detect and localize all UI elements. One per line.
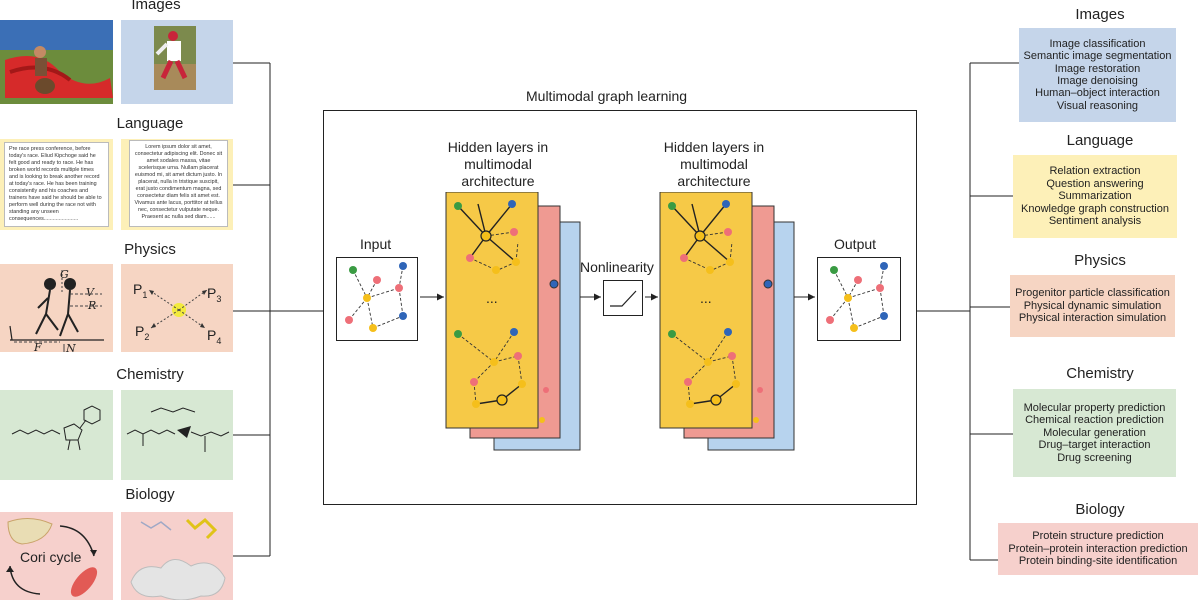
- left-language-title: Language: [116, 115, 184, 132]
- particle-decay-icon: P1 P3 P2 P4: [133, 281, 221, 346]
- images-tasks-box: Image classification Semantic image segm…: [1019, 28, 1176, 122]
- nucleotide-structure-icon: [11, 405, 101, 451]
- physics-task-1: Progenitor particle classification: [1015, 287, 1170, 300]
- input-graph-icon: [345, 262, 407, 332]
- right-chemistry-title: Chemistry: [1066, 365, 1134, 382]
- layer-stack-1-icon: [445, 191, 581, 451]
- physics-task-3: Physical interaction simulation: [1018, 312, 1167, 325]
- language-task-2: Question answering: [1046, 177, 1144, 190]
- p3-label: P3: [207, 285, 221, 304]
- left-images-title: Images: [131, 0, 181, 13]
- right-images-title: Images: [1075, 6, 1125, 23]
- chemistry-molecule-panel-1: [0, 390, 113, 480]
- force-g-label: G: [60, 268, 69, 281]
- biology-tasks-box: Protein structure prediction Protein–pro…: [998, 523, 1198, 575]
- chemistry-task-3: Molecular generation: [1043, 426, 1146, 439]
- force-v-label: V: [86, 286, 95, 299]
- force-r-label: R: [87, 299, 96, 312]
- language-task-4: Knowledge graph construction: [1021, 202, 1169, 215]
- chemistry-task-2: Chemical reaction prediction: [1025, 414, 1164, 427]
- relu-icon: [610, 290, 637, 307]
- biology-task-3: Protein binding-site identification: [1018, 555, 1178, 568]
- chemistry-task-4: Drug–target interaction: [1038, 439, 1151, 452]
- image-baseball-thumbnail: [121, 20, 233, 104]
- protein-structure-icon: [130, 517, 226, 600]
- multimodal-frame: [323, 110, 917, 505]
- chemistry-task-5: Drug screening: [1057, 451, 1132, 464]
- biology-task-1: Protein structure prediction: [1032, 530, 1164, 543]
- left-physics-title: Physics: [124, 241, 176, 258]
- force-n-label: N: [65, 342, 76, 352]
- cori-cycle-icon: [6, 518, 98, 597]
- images-task-1: Image classification: [1049, 37, 1146, 50]
- p2-label: P2: [135, 323, 149, 342]
- left-biology-title: Biology: [125, 486, 175, 503]
- right-physics-title: Physics: [1074, 252, 1126, 269]
- input-label: Input: [360, 236, 392, 252]
- output-label: Output: [834, 236, 877, 252]
- language-tasks-box: Relation extraction Question answering S…: [1013, 155, 1177, 238]
- hidden-layers-label-1: Hidden layers in multimodal architecture: [447, 139, 549, 189]
- layer-stack-1: [434, 191, 604, 457]
- center-title: Multimodal graph learning: [526, 88, 688, 104]
- chemistry-tasks-box: Molecular property prediction Chemical r…: [1013, 389, 1176, 477]
- biology-protein-panel: [121, 512, 233, 600]
- hidden-layers-label-2: Hidden layers in multimodal architecture: [663, 139, 765, 189]
- images-task-5: Human–object interaction: [1035, 87, 1160, 100]
- chemistry-task-1: Molecular property prediction: [1023, 401, 1166, 414]
- p4-label: P4: [207, 327, 221, 346]
- images-task-3: Image restoration: [1054, 62, 1141, 75]
- images-task-2: Semantic image segmentation: [1023, 50, 1172, 63]
- language-task-3: Summarization: [1058, 190, 1132, 203]
- stick-figure-forces-icon: G V R F N: [9, 268, 104, 352]
- output-graph-icon: [826, 262, 888, 332]
- layer-stack-2: [648, 191, 818, 457]
- layer-ellipsis-1: ...: [486, 290, 498, 306]
- language-text-card-1: Pre race press conference, before today'…: [4, 142, 109, 227]
- biology-task-2: Protein–protein interaction prediction: [1008, 542, 1188, 555]
- physics-climber-panel: G V R F N: [0, 264, 113, 352]
- images-task-6: Visual reasoning: [1056, 99, 1139, 112]
- left-chemistry-title: Chemistry: [116, 366, 184, 383]
- right-language-title: Language: [1066, 132, 1134, 149]
- nonlinearity-box: [603, 280, 643, 316]
- language-task-1: Relation extraction: [1049, 165, 1141, 178]
- force-f-label: F: [33, 341, 42, 352]
- left-connectors: [233, 62, 323, 557]
- input-graph-box: [336, 257, 418, 341]
- right-biology-title: Biology: [1075, 501, 1125, 518]
- language-text-card-2: Lorem ipsum dolor sit amet, consectetur …: [129, 140, 228, 227]
- physics-tasks-box: Progenitor particle classification Physi…: [1010, 275, 1175, 337]
- peptide-structure-icon: [126, 407, 230, 452]
- baseball-photo-icon: [154, 26, 196, 90]
- physics-task-2: Physical dynamic simulation: [1023, 299, 1162, 312]
- biology-cori-panel: [0, 512, 113, 600]
- runner-photo-icon: [0, 20, 113, 104]
- physics-particles-panel: P1 P3 P2 P4: [121, 264, 233, 352]
- image-runner-thumbnail: [0, 20, 113, 104]
- output-graph-box: [817, 257, 901, 341]
- chemistry-molecule-panel-2: [121, 390, 233, 480]
- language-task-5: Sentiment analysis: [1048, 215, 1142, 228]
- layer-ellipsis-2: ...: [700, 290, 712, 306]
- cori-cycle-label: Cori cycle: [20, 549, 82, 565]
- layer-stack-2-icon: [659, 191, 795, 451]
- p1-label: P1: [133, 281, 147, 300]
- nonlinearity-label: Nonlinearity: [580, 259, 654, 275]
- images-task-4: Image denoising: [1057, 75, 1138, 87]
